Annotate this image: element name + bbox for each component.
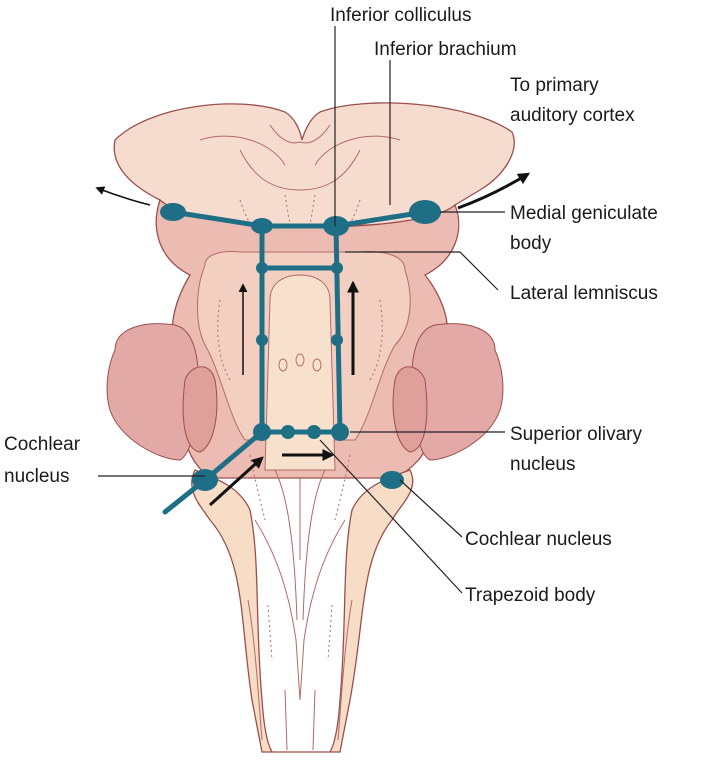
medial-geniculate-right — [409, 200, 441, 224]
label-medial-geniculate-1: Medial geniculate — [510, 203, 658, 224]
arrow-cochlear-input — [208, 456, 264, 507]
cochlear-nucleus-left — [192, 469, 218, 491]
trapezoid-node-1 — [281, 425, 295, 439]
superior-olive-left — [253, 423, 271, 441]
label-cochlear-left-1: Cochlear — [4, 434, 81, 455]
right-lemniscus-tract — [333, 223, 343, 435]
label-primary-cortex-1: To primary — [510, 75, 599, 96]
superior-olive-right — [331, 423, 349, 441]
lemniscus-node-right-upper — [331, 262, 343, 274]
central-strip — [264, 274, 336, 471]
lemniscus-node-right-lower — [331, 334, 343, 346]
label-trapezoid-body: Trapezoid body — [465, 585, 596, 606]
inner-bulge-left — [182, 366, 218, 453]
leader-lines — [98, 26, 505, 594]
brainstem-anatomy — [106, 102, 515, 753]
label-superior-olivary-1: Superior olivary — [510, 424, 642, 445]
lemniscus-node-left-upper — [256, 262, 268, 274]
medulla — [191, 469, 414, 753]
cochlear-nucleus-right — [380, 471, 404, 489]
inferior-colliculus-right — [323, 216, 349, 236]
inferior-colliculus-left — [251, 218, 273, 234]
arrow-to-cortex-left — [95, 186, 151, 206]
arrow-to-cortex-right — [457, 172, 531, 210]
auditory-pathway — [160, 200, 441, 515]
label-medial-geniculate-2: body — [510, 233, 552, 254]
medial-geniculate-left — [160, 203, 186, 221]
labels: Inferior colliculus Inferior brachium To… — [4, 5, 658, 606]
direction-arrows — [95, 172, 531, 507]
brachium-line — [170, 209, 428, 229]
label-cochlear-left-2: nucleus — [4, 466, 70, 487]
label-superior-olivary-2: nucleus — [510, 454, 576, 475]
trapezoid-node-2 — [307, 425, 321, 439]
label-lateral-lemniscus: Lateral lemniscus — [510, 283, 658, 304]
label-inferior-brachium: Inferior brachium — [374, 39, 517, 60]
lemniscus-node-left-lower — [256, 334, 268, 346]
label-inferior-colliculus: Inferior colliculus — [330, 5, 472, 26]
label-primary-cortex-2: auditory cortex — [510, 105, 635, 126]
label-cochlear-right: Cochlear nucleus — [465, 529, 612, 550]
